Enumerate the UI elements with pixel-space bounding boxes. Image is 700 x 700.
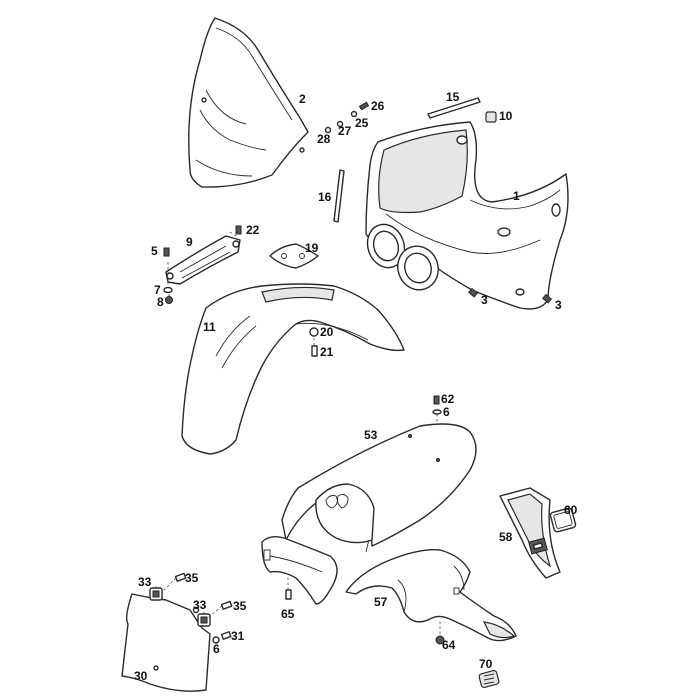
callout-62: 62 <box>441 392 455 406</box>
part-reflector-60[interactable] <box>549 507 577 533</box>
callout-20: 20 <box>320 325 334 339</box>
callout-6a: 6 <box>443 405 450 419</box>
callout-28: 28 <box>317 132 331 146</box>
callout-35a: 35 <box>185 571 199 585</box>
callout-6b: 6 <box>213 642 220 656</box>
callout-26: 26 <box>371 99 385 113</box>
part-plate-holder-58[interactable] <box>499 487 561 579</box>
part-nut-20[interactable] <box>309 327 319 337</box>
part-clip-33a[interactable] <box>149 587 163 601</box>
leader-lines <box>155 231 441 634</box>
callout-25: 25 <box>355 116 369 130</box>
callout-9: 9 <box>186 235 193 249</box>
part-washer-25[interactable] <box>350 110 358 118</box>
callout-2: 2 <box>299 92 306 106</box>
callout-30: 30 <box>134 669 148 683</box>
part-nut-8[interactable] <box>165 296 173 304</box>
part-bracket-9[interactable] <box>165 235 241 285</box>
part-screw-3b[interactable] <box>542 293 553 304</box>
callout-64: 64 <box>442 638 456 652</box>
callout-3b: 3 <box>555 298 562 312</box>
callout-27: 27 <box>338 124 352 138</box>
callout-70: 70 <box>479 657 493 671</box>
callout-57: 57 <box>374 595 388 609</box>
callout-11: 11 <box>203 320 216 334</box>
callout-10: 10 <box>499 109 513 123</box>
part-bracket-19[interactable] <box>269 243 319 269</box>
part-screw-62[interactable] <box>433 395 440 405</box>
part-screw-35a[interactable] <box>174 572 187 582</box>
callout-7: 7 <box>154 283 161 297</box>
callout-53: 53 <box>364 428 378 442</box>
callout-35b: 35 <box>233 599 247 613</box>
part-screw-26[interactable] <box>358 101 370 111</box>
part-washer-6b[interactable] <box>212 636 220 644</box>
callout-21: 21 <box>320 345 334 359</box>
callout-15: 15 <box>446 90 460 104</box>
part-tail-piece[interactable] <box>345 549 517 642</box>
part-nut-64[interactable] <box>435 635 445 645</box>
part-screw-3a[interactable] <box>468 287 479 298</box>
part-clip-33b[interactable] <box>197 613 211 627</box>
part-washer-7[interactable] <box>163 286 173 294</box>
callout-1: 1 <box>513 189 520 203</box>
callout-60: 60 <box>564 503 578 517</box>
part-rear-fender[interactable] <box>261 423 477 605</box>
part-front-fender[interactable] <box>181 283 405 455</box>
callout-33a: 33 <box>138 575 152 589</box>
part-screw-22[interactable] <box>235 225 242 235</box>
part-trim-strip-15[interactable] <box>427 97 481 119</box>
part-clip-70[interactable] <box>478 669 500 689</box>
part-screw-35b[interactable] <box>220 600 233 610</box>
callout-16: 16 <box>318 190 332 204</box>
part-nut-27[interactable] <box>336 120 344 128</box>
callout-8: 8 <box>157 295 164 309</box>
part-screw-65[interactable] <box>285 589 292 600</box>
callout-33b: 33 <box>193 598 207 612</box>
callout-5: 5 <box>151 244 158 258</box>
part-screw-5[interactable] <box>163 247 170 257</box>
callout-labels: 1 2 3 3 5 6 6 7 8 9 10 11 15 16 19 20 21… <box>134 90 578 683</box>
callout-3a: 3 <box>481 293 488 307</box>
callout-58: 58 <box>499 530 513 544</box>
part-washer-28[interactable] <box>324 126 332 134</box>
callout-19: 19 <box>305 241 319 255</box>
part-windscreen[interactable] <box>188 17 309 188</box>
part-grommet-10[interactable] <box>485 111 497 123</box>
callout-65: 65 <box>281 607 295 621</box>
callout-22: 22 <box>246 223 260 237</box>
part-screw-21[interactable] <box>311 345 318 357</box>
part-washer-6a[interactable] <box>432 409 442 415</box>
part-trim-strip-16[interactable] <box>333 169 345 223</box>
part-headlight-fairing[interactable] <box>362 121 569 310</box>
part-screw-31[interactable] <box>220 631 232 640</box>
callout-31: 31 <box>231 629 245 643</box>
